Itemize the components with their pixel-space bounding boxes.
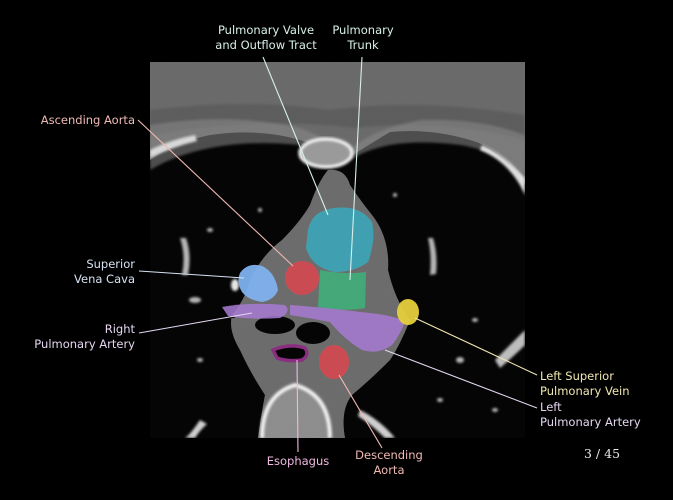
label-line: Trunk — [347, 38, 379, 52]
leader-esophagus — [296, 359, 299, 453]
label-esophagus: Esophagus — [258, 454, 338, 469]
label-line: Vena Cava — [74, 272, 135, 286]
segmentation-overlays — [222, 207, 419, 379]
ct-image — [150, 62, 525, 438]
label-line: Pulmonary Artery — [540, 415, 641, 429]
label-line: Left Superior — [540, 369, 614, 383]
label-line: Left — [540, 400, 562, 414]
label-ascending-aorta: Ascending Aorta — [20, 113, 135, 128]
label-right-pulmonary-artery: Right Pulmonary Artery — [20, 322, 135, 352]
label-superior-vena-cava: Superior Vena Cava — [30, 257, 135, 287]
label-left-pulmonary-artery: Left Pulmonary Artery — [540, 400, 641, 430]
leader-ascending-aorta — [137, 119, 294, 267]
label-line: Pulmonary Vein — [540, 384, 630, 398]
label-line: Superior — [86, 257, 135, 271]
leader-left-superior-pulmonary-vein — [414, 317, 538, 376]
overlay-pulmonary-trunk — [318, 270, 366, 310]
label-line: Pulmonary — [332, 23, 394, 37]
label-line: Ascending Aorta — [40, 113, 135, 127]
label-line: Descending — [355, 448, 423, 462]
label-line: Right — [104, 322, 135, 336]
label-line: Pulmonary Artery — [34, 337, 135, 351]
overlay-pulmonary-outflow-tract — [306, 207, 374, 272]
label-left-superior-pulmonary-vein: Left Superior Pulmonary Vein — [540, 369, 630, 399]
label-descending-aorta: Descending Aorta — [350, 448, 428, 478]
overlay-descending-aorta — [319, 345, 349, 379]
leader-lines — [137, 56, 538, 453]
leader-descending-aorta — [338, 374, 383, 449]
leader-superior-vena-cava — [138, 270, 245, 279]
label-line: and Outflow Tract — [215, 38, 317, 52]
overlay-left-pulmonary-artery — [290, 305, 405, 352]
label-pulmonary-trunk: Pulmonary Trunk — [325, 23, 401, 53]
label-pulmonary-valve: Pulmonary Valve and Outflow Tract — [210, 23, 322, 53]
label-line: Pulmonary Valve — [217, 23, 315, 37]
page-counter: 3 / 45 — [584, 446, 621, 461]
overlay-left-superior-pulmonary-vein — [397, 299, 419, 325]
overlay-superior-vena-cava — [238, 264, 278, 302]
leader-left-pulmonary-artery — [384, 349, 538, 409]
leader-right-pulmonary-artery — [138, 312, 253, 334]
leader-pulmonary-trunk — [349, 56, 363, 281]
label-line: Aorta — [373, 463, 405, 477]
overlay-ascending-aorta — [285, 261, 319, 295]
label-line: Esophagus — [266, 454, 330, 468]
leader-pulmonary-valve — [262, 56, 329, 216]
overlay-esophagus — [270, 344, 309, 363]
